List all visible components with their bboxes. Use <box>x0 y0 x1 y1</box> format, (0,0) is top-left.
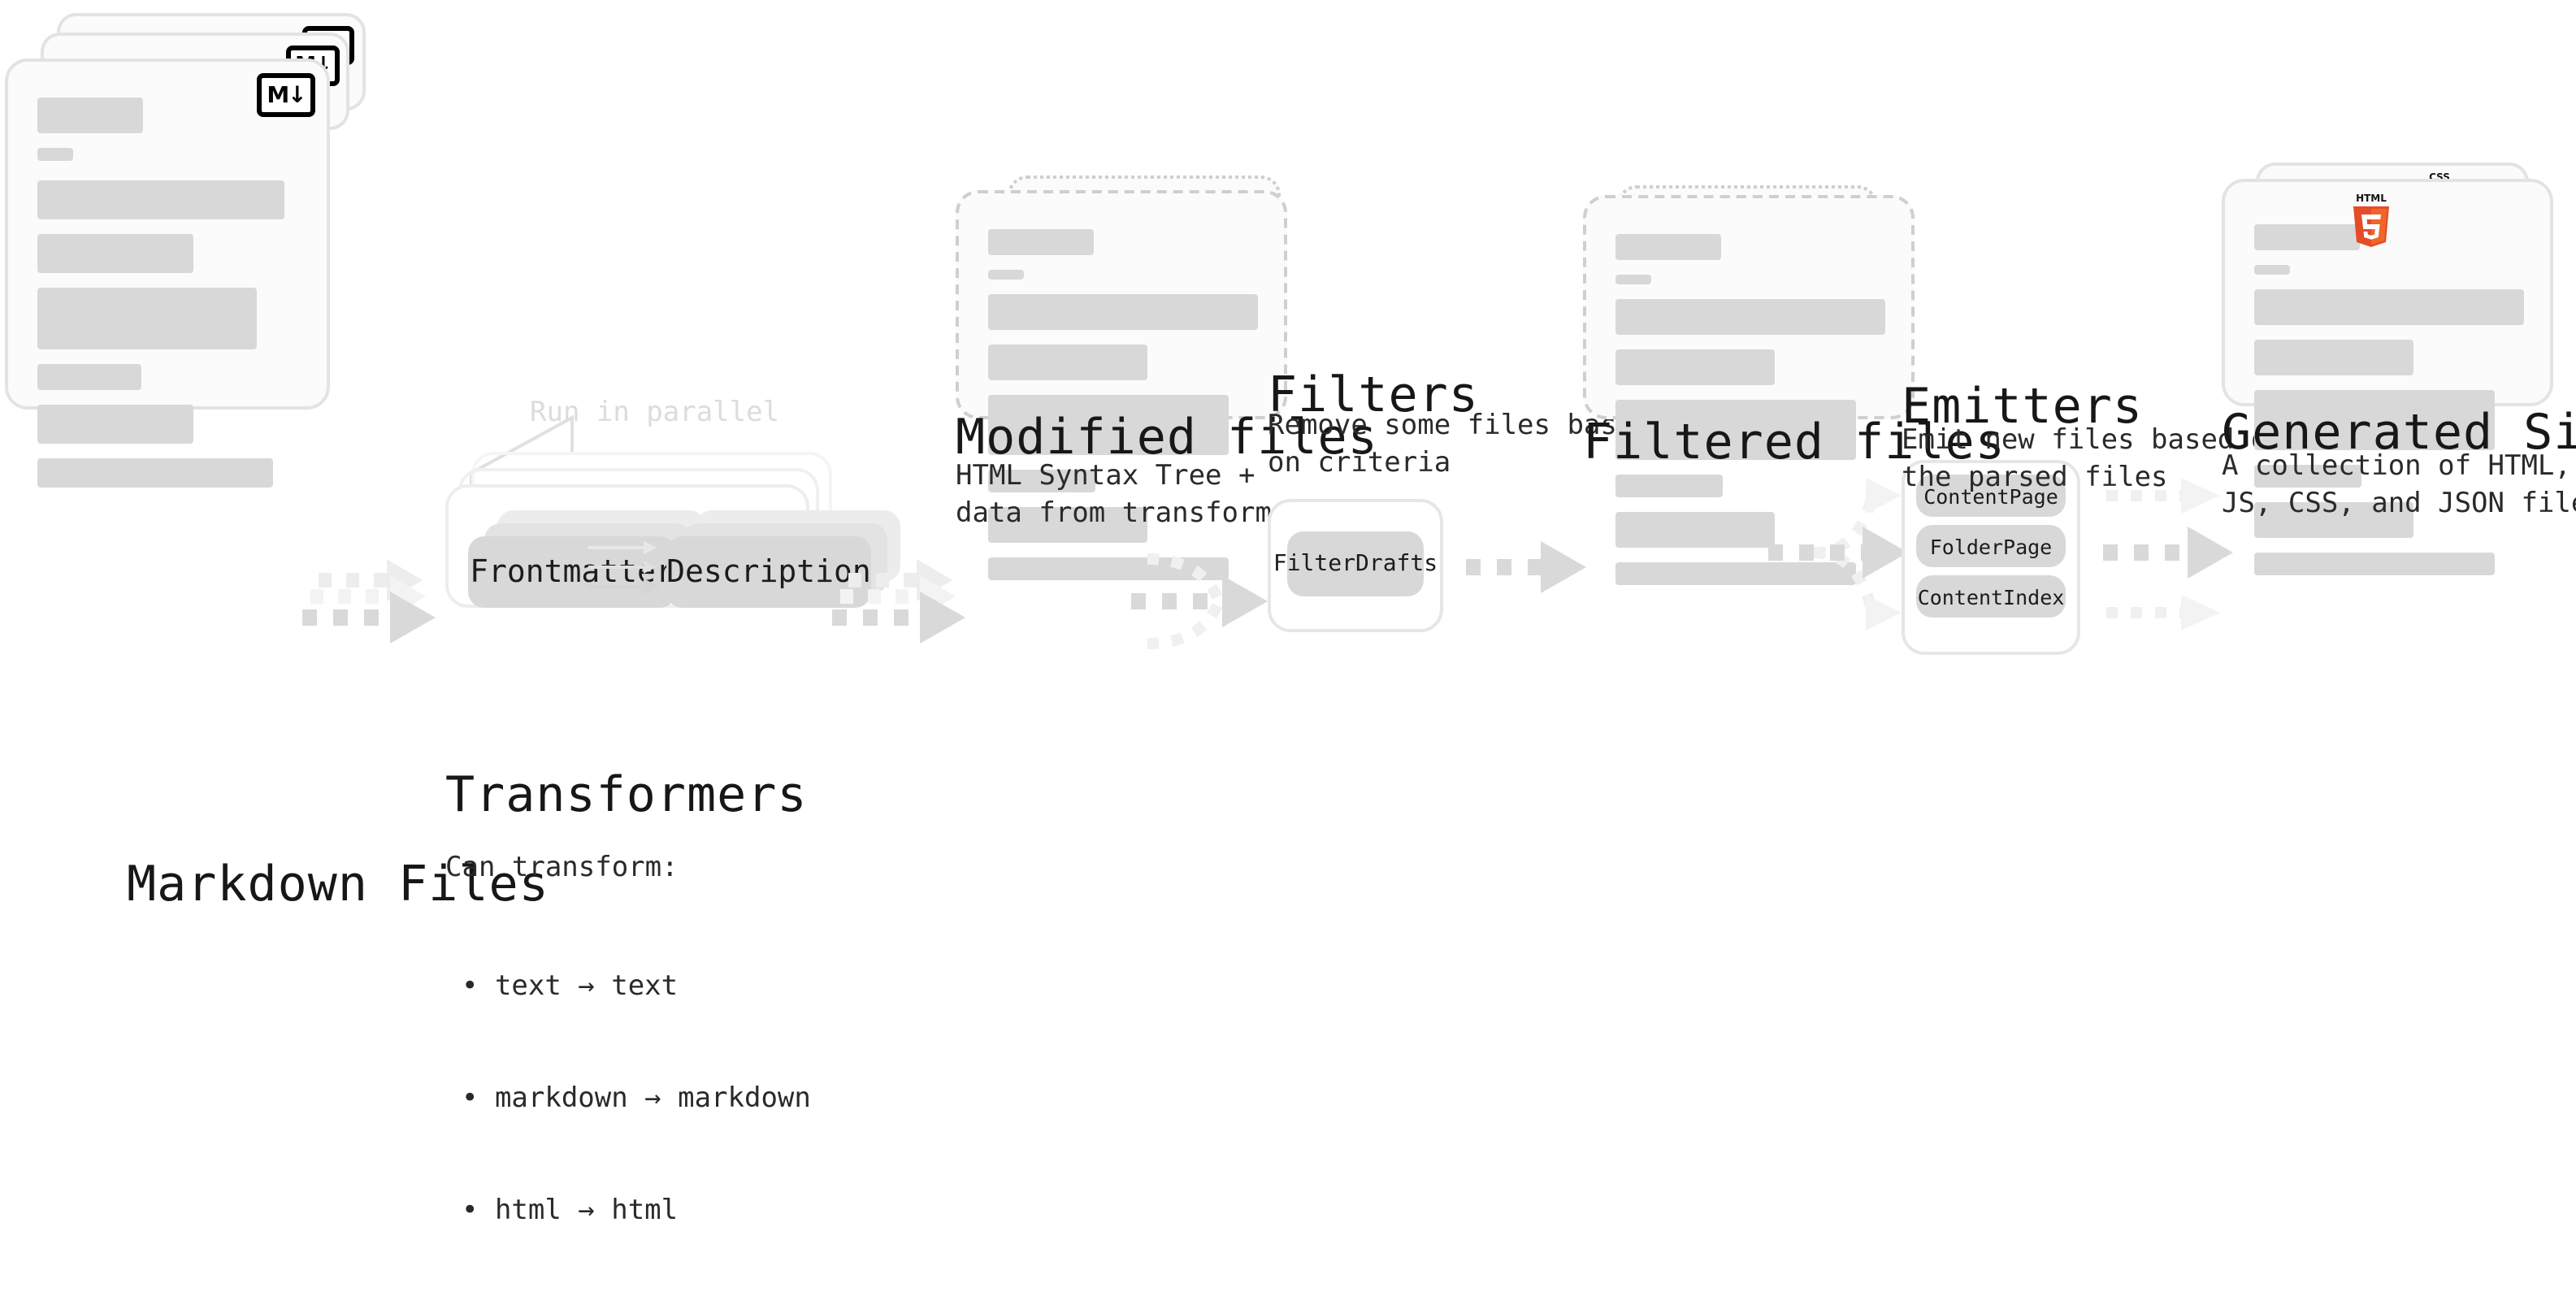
stage-title-modified-files: Modified files <box>956 410 1378 466</box>
skeleton-line <box>988 294 1258 330</box>
stage-title-filters: Filters <box>1268 367 1479 424</box>
skeleton-line <box>37 234 193 273</box>
html5-icon: HTML <box>2353 193 2389 247</box>
skeleton-line <box>1615 562 1856 585</box>
skeleton-line <box>37 458 273 488</box>
svg-text:HTML: HTML <box>2356 193 2387 204</box>
skeleton-line <box>37 364 141 390</box>
transformers-subtitle-head: Can transform: <box>445 852 679 884</box>
skeleton-line <box>37 288 257 349</box>
skeleton-line <box>37 180 284 219</box>
skeleton-line <box>1615 234 1721 260</box>
skeleton-line <box>988 229 1094 255</box>
markdown-icon-front: M↓ <box>257 73 315 117</box>
skeleton-line <box>1615 299 1885 335</box>
skeleton-line <box>1615 349 1775 385</box>
transformers-bullets: • text → text • markdown → markdown • ht… <box>462 894 811 1305</box>
skeleton-line <box>2254 553 2495 575</box>
skeleton-line <box>2254 224 2360 250</box>
skeleton-line <box>37 98 143 133</box>
skeleton-line <box>2254 289 2524 325</box>
filtered-file-card-front <box>1583 195 1915 585</box>
skeleton-line <box>1615 275 1651 284</box>
markdown-file-card-front <box>5 59 330 488</box>
skeleton-line <box>988 557 1229 580</box>
emitters-chip-contentindex[interactable]: ContentIndex <box>1916 575 2066 618</box>
arrow-filtered-to-emitters <box>1768 478 1908 631</box>
transformers-bullet: • html → html <box>462 1194 679 1227</box>
skeleton-line <box>988 270 1024 280</box>
run-in-parallel-note: Run in parallel <box>530 397 780 429</box>
skeleton-line <box>2254 265 2290 275</box>
skeleton-line <box>1615 475 1723 497</box>
modified-file-card-front-fill <box>956 190 1287 580</box>
stage-title-emitters: Emitters <box>1902 379 2143 436</box>
transformers-bullet: • text → text <box>462 970 679 1003</box>
arrow-filters-to-filtered <box>1466 541 1586 593</box>
arrow-emitters-to-site <box>2103 478 2233 631</box>
arrow-transformers-to-modified <box>832 559 965 644</box>
skeleton-line <box>988 395 1229 455</box>
skeleton-line <box>37 405 193 444</box>
skeleton-line <box>988 470 1095 492</box>
emitters-chip-contentpage[interactable]: ContentPage <box>1916 475 2066 517</box>
emitters-chip-folderpage[interactable]: FolderPage <box>1916 525 2066 567</box>
skeleton-line <box>1615 400 1856 460</box>
emitters-subtitle: Emit new files based on the parsed files <box>1902 424 2284 494</box>
site-file-card-html <box>2222 179 2553 575</box>
transformers-inner-arrows <box>588 541 660 595</box>
arrow-markdown-to-transformers <box>302 559 436 644</box>
skeleton-line <box>2254 465 2361 488</box>
skeleton-line <box>37 148 73 161</box>
stage-title-transformers: Transformers <box>445 767 808 824</box>
transformers-chip-description[interactable]: Description <box>666 536 871 608</box>
generated-site-subtitle: A collection of HTML, JS, CSS, and JSON … <box>2222 450 2576 520</box>
transformers-bullet: • markdown → markdown <box>462 1082 811 1115</box>
skeleton-line <box>988 345 1147 380</box>
skeleton-line <box>1615 512 1775 548</box>
stage-title-generated-site: Generated Site <box>2222 405 2576 462</box>
skeleton-line <box>2254 340 2413 375</box>
arrow-modified-to-filters <box>1131 553 1268 649</box>
filters-chip-filterdrafts[interactable]: FilterDrafts <box>1273 531 1438 596</box>
skeleton-line <box>988 507 1147 543</box>
skeleton-line <box>2254 502 2413 538</box>
modified-files-subtitle: HTML Syntax Tree + data from transformer… <box>956 460 1322 530</box>
skeleton-line <box>2254 390 2495 450</box>
pipeline-diagram: M↓ M↓ M↓ Markdown Files <box>5 13 2576 1227</box>
